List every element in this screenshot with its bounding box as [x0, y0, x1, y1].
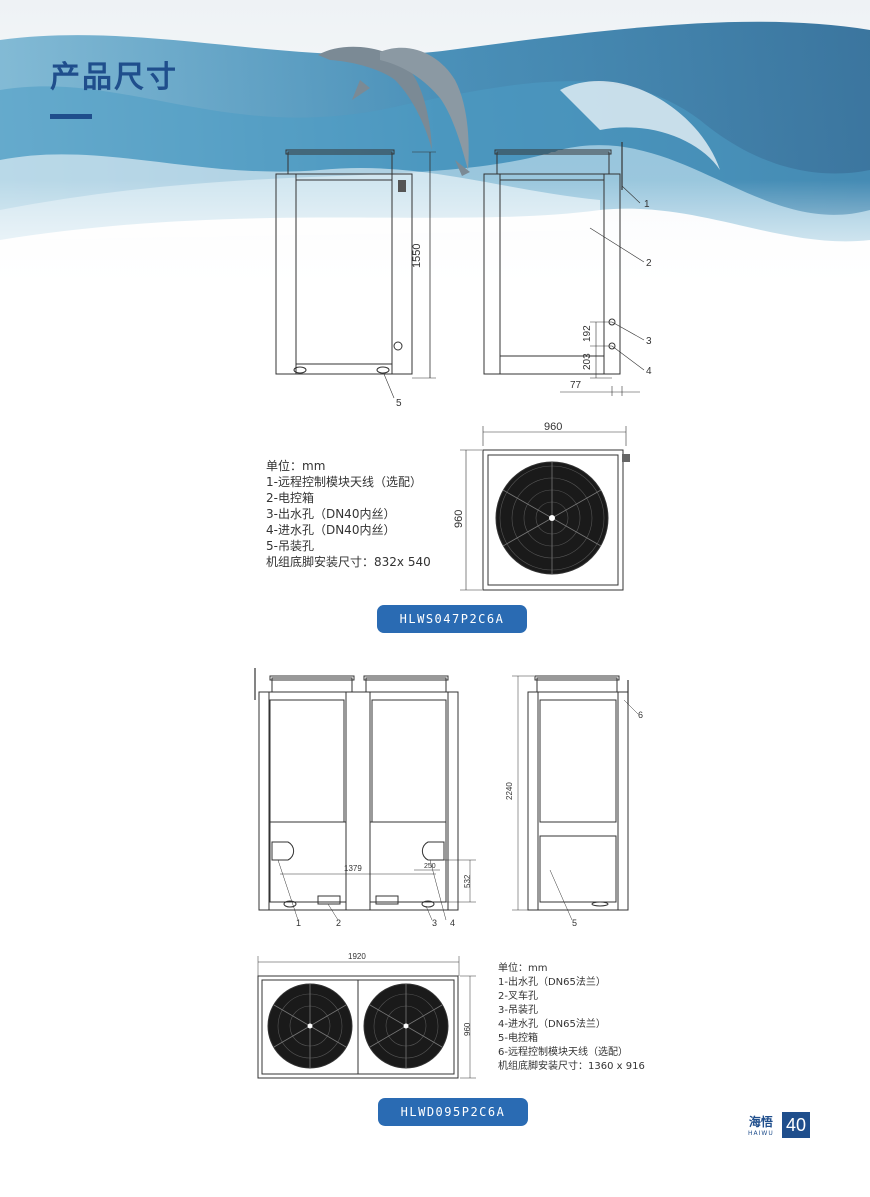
fan-icon [363, 983, 449, 1069]
page-number: 40 [782, 1112, 810, 1138]
legend-item-2: 2-电控箱 [266, 491, 314, 505]
callout-1: 1 [644, 199, 650, 210]
callout-2-4: 4 [450, 918, 455, 928]
legend-item-2: 2-叉车孔 [498, 991, 538, 1002]
model1-front-view [275, 149, 413, 375]
brand-logo: 海悟 HAIWU [748, 1113, 774, 1137]
model2-dim-532: 532 [463, 874, 472, 888]
legend-item-5: 5-电控箱 [498, 1033, 538, 1044]
legend-item-3: 3-吊装孔 [498, 1005, 538, 1016]
callout-5: 5 [396, 398, 402, 409]
model2-depth-label: 960 [463, 1022, 472, 1036]
callout-2-5: 5 [572, 918, 577, 928]
legend-unit: 单位：mm [266, 459, 326, 473]
model1-height-dimension [412, 151, 436, 379]
model2-dim-250: 250 [424, 863, 436, 870]
ocean-wave-image [0, 0, 870, 300]
brand-name-en: HAIWU [748, 1130, 774, 1137]
legend-item-1: 1-出水孔（DN65法兰） [498, 977, 606, 988]
legend-item-1: 1-远程控制模块天线（选配） [266, 475, 422, 489]
callout-2-1: 1 [296, 918, 301, 928]
title-underline [50, 114, 92, 119]
page-title: 产品尺寸 [50, 60, 178, 95]
model2-width-label: 1920 [348, 952, 366, 961]
callout-3: 3 [646, 336, 652, 347]
brand-name-cn: 海悟 [748, 1115, 773, 1129]
model1-dim-203: 203 [582, 353, 593, 370]
model1-dim-192: 192 [582, 325, 593, 342]
model1-dim-77: 77 [570, 380, 582, 391]
model1-legend: 单位：mm 1-远程控制模块天线（选配） 2-电控箱 3-出水孔（DN40内丝）… [266, 458, 431, 570]
model2-height-label: 2240 [505, 782, 514, 800]
model2-top-view [257, 956, 476, 1079]
model1-width-label: 960 [544, 421, 562, 433]
hero-ocean-banner [0, 0, 870, 300]
callout-2-3: 3 [432, 918, 437, 928]
fan-icon [495, 461, 609, 575]
model1-top-view [460, 426, 630, 591]
model2-side-view [527, 675, 629, 911]
legend-unit: 单位：mm [498, 963, 548, 974]
legend-item-5: 5-吊装孔 [266, 539, 314, 553]
legend-install-size: 机组底脚安装尺寸：1360 x 916 [498, 1061, 645, 1072]
callout-4: 4 [646, 366, 652, 377]
model1-side-dimensions [560, 185, 645, 396]
model1-name-badge: HLWS047P2C6A [377, 605, 527, 633]
callout-2: 2 [646, 258, 652, 269]
model2-front-dimensions [277, 859, 476, 921]
legend-item-6: 6-远程控制模块天线（选配） [498, 1047, 628, 1058]
callout-2-2: 2 [336, 918, 341, 928]
model1-height-label: 1550 [411, 244, 423, 268]
model1-side-view [483, 142, 623, 375]
legend-install-size: 机组底脚安装尺寸：832x 540 [266, 555, 431, 569]
legend-item-4: 4-进水孔（DN65法兰） [498, 1019, 606, 1030]
model2-side-dimensions [512, 675, 639, 921]
model2-dim-1379: 1379 [344, 864, 362, 873]
callout-2-6: 6 [638, 710, 643, 720]
legend-item-3: 3-出水孔（DN40内丝） [266, 507, 396, 521]
model2-front-view [254, 668, 459, 911]
model2-name-badge: HLWD095P2C6A [378, 1098, 528, 1126]
model1-depth-label: 960 [453, 510, 465, 528]
legend-item-4: 4-进水孔（DN40内丝） [266, 523, 396, 537]
dolphin-icon [318, 46, 470, 176]
fan-icon [267, 983, 353, 1069]
model2-legend: 单位：mm 1-出水孔（DN65法兰） 2-叉车孔 3-吊装孔 4-进水孔（DN… [498, 962, 645, 1074]
